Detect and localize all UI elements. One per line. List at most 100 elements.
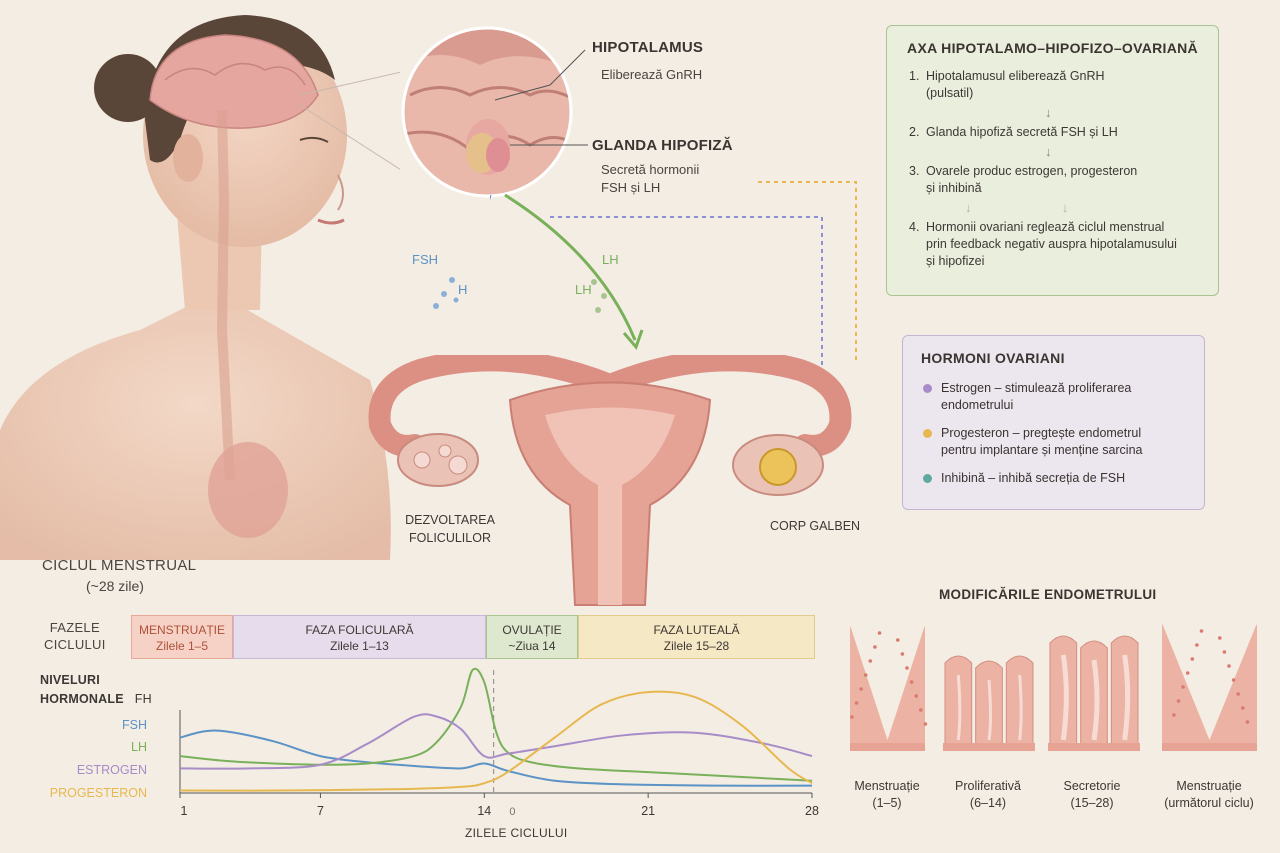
hormone-text: Inhibină – inhibă secreția de FSH — [941, 471, 1126, 485]
stage-days: (următorul ciclu) — [1164, 796, 1254, 810]
follicle-label-line-1: DEZVOLTAREA — [405, 513, 495, 527]
hormone-text: Estrogen – stimulează proliferarea — [941, 381, 1132, 395]
stage-name: Menstruație — [1176, 779, 1242, 793]
endometrium-stage-1: Menstruație (1–5) — [837, 778, 937, 812]
label-connectors — [490, 49, 857, 365]
axis-step-number: 4. — [909, 220, 920, 234]
series-line-lh — [179, 667, 813, 782]
legend-progesterone: PROGESTERON — [49, 786, 147, 800]
phase-name: FAZA LUTEALĂ — [653, 623, 740, 637]
fsh-dots-label: H — [458, 282, 468, 297]
axis-panel: AXA HIPOTALAMO–HIPOFIZO–OVARIANĂ 1. Hipo… — [886, 25, 1219, 296]
phase-days: ~Ziua 14 — [508, 639, 556, 653]
ovarian-hormones-panel: HORMONI OVARIANI Estrogen – stimulează p… — [902, 335, 1205, 510]
x-tick-label: 14 — [477, 804, 491, 818]
chart-title-line: NIVELURI — [40, 673, 100, 687]
phase-name: FAZA FOLICULARĂ — [305, 623, 414, 637]
chart-title-line: HORMONALE — [40, 692, 124, 706]
arrow-down-icon: ↓ ↓ — [965, 200, 1069, 215]
chart-title-suffix: FH — [134, 692, 152, 706]
legend-fsh: FSH — [122, 718, 147, 732]
hormone-text: endometrului — [941, 398, 1014, 412]
x-tick-label: 7 — [317, 804, 324, 818]
arrow-down-icon: ↓ — [1045, 105, 1052, 120]
follicle-development-label: DEZVOLTAREA FOLICULILOR — [400, 511, 500, 547]
legend-estrogen: ESTROGEN — [76, 763, 147, 777]
hormone-item-estrogen: Estrogen – stimulează proliferarea endome… — [921, 380, 1186, 414]
cycle-subtitle: (~28 zile) — [86, 578, 144, 594]
brain-zoom-illustration — [401, 26, 573, 198]
x-tick-label: 21 — [641, 804, 655, 818]
stage-days: (15–28) — [1070, 796, 1114, 810]
axis-step-text: Hipotalamusul eliberează GnRH — [926, 69, 1105, 83]
axis-step-2: 2. Glanda hipofiză secretă FSH și LH — [909, 124, 1200, 141]
axis-step-1: 1. Hipotalamusul eliberează GnRH (pulsati… — [909, 68, 1200, 102]
phase-name: OVULAȚIE — [502, 623, 562, 637]
endometrium-illustrations — [850, 623, 1257, 751]
bullet-dot-icon — [923, 384, 932, 393]
phase-ovulation: OVULAȚIE ~Ziua 14 — [486, 615, 578, 659]
axis-step-text: (pulsatil) — [926, 86, 974, 100]
endometrium-tile-2 — [943, 655, 1035, 751]
series-line-estrogen — [179, 713, 813, 770]
axis-step-text: Glanda hipofiză secretă FSH și LH — [926, 125, 1118, 139]
axis-step-3: 3. Ovarele produc estrogen, progesteron ș… — [909, 163, 1200, 197]
series-line-fsh — [179, 729, 813, 787]
lh-dots-label: LH — [575, 282, 592, 297]
phases-label-line: FAZELE — [49, 620, 100, 635]
cycle-title: CICLUL MENSTRUAL — [42, 557, 197, 574]
arrow-down-icon: ↓ — [1045, 144, 1052, 159]
fsh-arrow-label: FSH — [412, 252, 438, 267]
stage-days: (6–14) — [969, 796, 1007, 810]
woman-illustration — [0, 15, 400, 560]
endometrium-tile-1 — [850, 625, 928, 751]
lh-arrow-label: LH — [602, 252, 619, 267]
hormone-level-chart: 1 7 14 21 28 0 — [179, 667, 819, 818]
axis-step-number: 3. — [909, 164, 920, 178]
stage-name: Menstruație — [854, 779, 920, 793]
pituitary-desc-2: FSH și LH — [601, 180, 661, 195]
phase-days: Zilele 1–5 — [155, 639, 209, 653]
axis-step-number: 2. — [909, 125, 920, 139]
phase-luteal: FAZA LUTEALĂ Zilele 15–28 — [578, 615, 815, 659]
endometrium-stage-3: Secretorie (15–28) — [1042, 778, 1142, 812]
corpus-luteum-label: CORP GALBEN — [770, 519, 861, 533]
endometrium-tile-3 — [1048, 635, 1140, 751]
bullet-dot-icon — [923, 429, 932, 438]
endometrium-stage-4: Menstruație (următorul ciclu) — [1154, 778, 1264, 812]
axis-step-text: și inhibină — [926, 181, 982, 195]
bullet-dot-icon — [923, 474, 932, 483]
endometrium-stage-2: Proliferativă (6–14) — [938, 778, 1038, 812]
axis-panel-title: AXA HIPOTALAMO–HIPOFIZO–OVARIANĂ — [907, 40, 1198, 56]
phase-days: Zilele 15–28 — [663, 639, 730, 653]
stage-days: (1–5) — [872, 796, 902, 810]
axis-step-text: prin feedback negativ auspra hipotalamus… — [926, 237, 1177, 251]
uterus-illustration — [368, 355, 852, 606]
stage-name: Proliferativă — [955, 779, 1021, 793]
chart-xlabel: ZILELE CICLULUI — [465, 826, 568, 840]
hormone-text: Progesteron – pregtește endometrul — [941, 426, 1142, 440]
endometrium-tile-4 — [1162, 623, 1257, 751]
axis-step-4: 4. Hormonii ovariani reglează ciclul men… — [909, 219, 1200, 270]
phases-label-line: CICLULUI — [44, 637, 106, 652]
ovulation-marker-label: 0 — [509, 806, 515, 818]
pituitary-desc-1: Secretă hormonii — [601, 162, 700, 177]
x-tick-label: 1 — [181, 804, 188, 818]
follicle-label-line-2: FOLICULILOR — [409, 531, 491, 545]
chart-title: NIVELURI HORMONALE FH — [40, 671, 152, 709]
hormone-item-inhibin: Inhibină – inhibă secreția de FSH — [921, 470, 1186, 487]
stage-name: Secretorie — [1063, 779, 1121, 793]
hypothalamus-title: HIPOTALAMUS — [592, 39, 704, 56]
legend-lh: LH — [131, 740, 147, 754]
phase-days: Zilele 1–13 — [330, 639, 389, 653]
hypothalamus-desc: Eliberează GnRH — [601, 67, 703, 82]
axis-step-number: 1. — [909, 69, 920, 83]
series-line-progesteron — [179, 690, 813, 792]
x-tick-label: 28 — [805, 804, 819, 818]
phases-label: FAZELE CICLULUI — [44, 619, 106, 653]
endometrium-title: MODIFICĂRILE ENDOMETRULUI — [939, 587, 1157, 602]
axis-step-text: Ovarele produc estrogen, progesteron — [926, 164, 1138, 178]
hormone-molecules — [433, 277, 607, 313]
phase-follicular: FAZA FOLICULARĂ Zilele 1–13 — [233, 615, 486, 659]
